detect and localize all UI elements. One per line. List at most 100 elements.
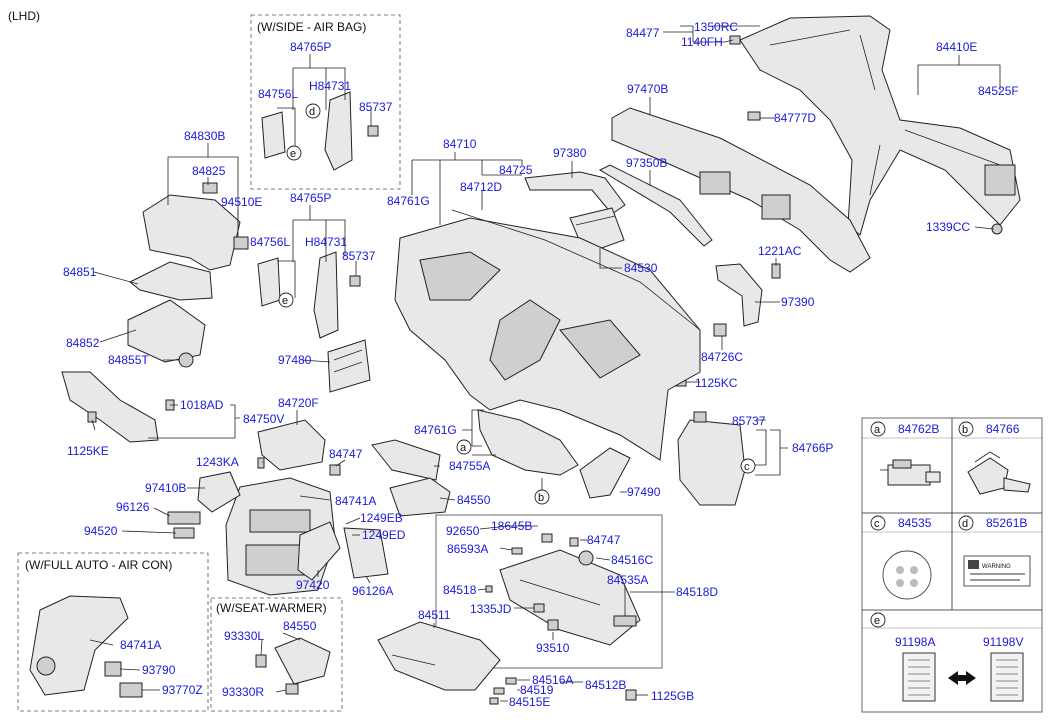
column-shroud-upper-drawing	[129, 261, 213, 301]
legend-c-part: 84535	[898, 516, 932, 530]
label-97410b: 97410B	[145, 481, 186, 495]
label-94520: 94520	[84, 524, 118, 538]
label-84511: 84511	[418, 608, 451, 622]
label-84761g-lower: 84761G	[414, 423, 457, 437]
side-duct-drawing	[598, 164, 713, 247]
label-84766p: 84766P	[792, 441, 833, 455]
label-85737-side: 85737	[732, 414, 766, 428]
label-84550: 84550	[457, 493, 491, 507]
full-auto-box	[17, 552, 209, 712]
connector-part-a-drawing	[880, 459, 941, 486]
label-1018ad: 1018AD	[180, 398, 224, 412]
tray-84755a-drawing	[371, 439, 441, 481]
label-97490: 97490	[627, 485, 661, 499]
svg-text:a: a	[460, 442, 467, 454]
switch-93330r-drawing	[285, 683, 299, 695]
airbag-warning-label-round	[882, 550, 932, 600]
callout-a	[456, 439, 472, 455]
column-shroud-lower-drawing	[127, 299, 206, 363]
svg-text:c: c	[874, 518, 880, 530]
clip-84825-drawing	[202, 182, 218, 194]
screw-84518-drawing	[485, 585, 493, 593]
seat-warmer-title: (W/SEAT-WARMER)	[216, 601, 327, 615]
legend-callout-d	[958, 515, 974, 531]
screw-84515e-drawing	[489, 697, 499, 705]
label-84765p: 84765P	[290, 191, 331, 205]
cowl-cross-bar-drawing	[739, 15, 1021, 236]
label-84830b: 84830B	[184, 129, 225, 143]
label-97480: 97480	[278, 353, 312, 367]
label-96126a: 96126A	[352, 584, 393, 598]
callout-e-airbag	[286, 145, 302, 161]
legend-callout-b	[958, 421, 974, 437]
svg-text:e: e	[282, 295, 288, 307]
label-1249ed: 1249ED	[362, 528, 406, 542]
label-84855t: 84855T	[108, 353, 149, 367]
part-labels: 84477 1350RC 1140FH 84410E 84525F 97470B…	[63, 20, 1019, 709]
label-93790: 93790	[142, 663, 176, 677]
legend-a-part: 84762B	[898, 422, 939, 436]
label-92650: 92650	[446, 524, 480, 538]
center-vent-97480-drawing	[327, 339, 371, 393]
label-85737-airbag: 85737	[359, 100, 393, 114]
clip-18645b-drawing	[541, 533, 553, 543]
label-84765p-airbag: 84765P	[290, 40, 331, 54]
switch-93790-drawing	[104, 661, 122, 677]
callout-e-bracket	[278, 292, 294, 308]
label-h84731: H84731	[305, 235, 347, 249]
label-93770z: 93770Z	[162, 683, 203, 697]
label-84530: 84530	[624, 261, 658, 275]
vent-97420-drawing	[297, 521, 341, 581]
clip-84747-drawing	[329, 464, 341, 476]
clip-84726c-drawing	[713, 323, 727, 337]
side-airbag-title: (W/SIDE - AIR BAG)	[257, 20, 366, 34]
label-84851: 84851	[63, 265, 97, 279]
label-84550-seatwarmer: 84550	[283, 619, 317, 633]
clip-84519-drawing	[493, 687, 505, 695]
label-84710: 84710	[443, 137, 477, 151]
bolt-1140fh-drawing	[729, 35, 741, 45]
label-h84731-airbag: H84731	[309, 79, 351, 93]
label-84852: 84852	[66, 336, 100, 350]
full-auto-title: (W/FULL AUTO - AIR CON)	[25, 558, 172, 572]
glove-box-group	[435, 514, 663, 669]
ring-84855t-drawing	[178, 352, 194, 368]
label-97350b: 97350B	[626, 156, 667, 170]
glove-box-84511-drawing	[377, 621, 501, 691]
seat-warmer-box	[210, 597, 343, 712]
callout-c	[740, 458, 756, 474]
legend-callout-e	[870, 612, 886, 628]
audio-bracket-96126a-drawing	[343, 527, 389, 579]
label-84756l: 84756L	[250, 235, 290, 249]
label-84825: 84825	[192, 164, 226, 178]
label-97380: 97380	[553, 146, 587, 160]
bolt-84777d-drawing	[747, 111, 761, 121]
clip-86593a-drawing	[511, 547, 523, 555]
callout-d	[305, 103, 321, 119]
bolt-1125gb-drawing	[625, 689, 637, 701]
label-1350rc: 1350RC	[694, 20, 738, 34]
label-84747: 84747	[329, 447, 363, 461]
label-84777d: 84777D	[774, 111, 816, 125]
label-84477: 84477	[626, 26, 660, 40]
svg-text:e: e	[290, 148, 296, 160]
label-1125gb: 1125GB	[651, 689, 694, 703]
screw-1243ka-drawing	[257, 457, 265, 469]
fuse-label-right	[990, 652, 1024, 702]
label-1335jd: 1335JD	[470, 602, 512, 616]
bolt-1221ac-drawing	[771, 263, 781, 279]
label-97420: 97420	[296, 578, 330, 592]
label-84725: 84725	[499, 163, 533, 177]
label-84755a: 84755A	[449, 459, 490, 473]
svg-text:b: b	[538, 492, 544, 504]
label-96126: 96126	[116, 500, 150, 514]
switch-94520-drawing	[173, 527, 195, 539]
label-1125ke: 1125KE	[67, 444, 109, 458]
label-84512b: 84512B	[585, 678, 626, 692]
lower-panel-84750v-drawing	[61, 371, 159, 443]
tray-84550-drawing	[389, 477, 451, 517]
label-84720f: 84720F	[278, 396, 319, 410]
label-94510e: 94510E	[221, 195, 262, 209]
label-84410e: 84410E	[936, 40, 977, 54]
label-85737: 85737	[342, 249, 376, 263]
